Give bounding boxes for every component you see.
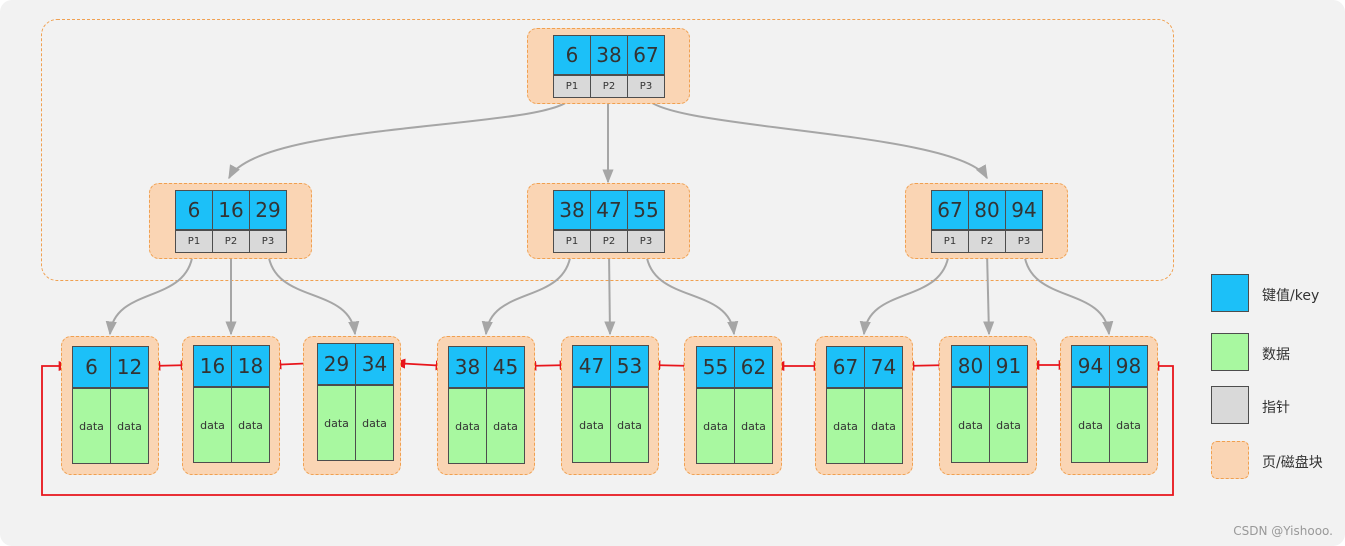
leaf-data: data [110, 388, 149, 464]
leaf-key: 12 [110, 346, 149, 388]
internal-node-pointer: P2 [968, 230, 1006, 253]
leaf-key: 62 [734, 346, 773, 388]
leaf-data: data [951, 387, 990, 463]
tree-arrow [105, 251, 194, 336]
internal-node-key: 47 [590, 190, 628, 230]
leaf-key: 53 [610, 345, 649, 387]
leaf-key: 91 [989, 345, 1028, 387]
leaf-key: 67 [826, 346, 865, 388]
key-swatch-icon [1211, 274, 1249, 312]
legend-label: 数据 [1262, 347, 1290, 363]
leaf-data: data [448, 388, 487, 464]
leaf-key: 94 [1071, 345, 1110, 387]
internal-node-pointer: P3 [627, 230, 665, 253]
leaf-key: 45 [486, 346, 525, 388]
legend-label: 指针 [1262, 400, 1290, 416]
leaf-data: data [72, 388, 111, 464]
leaf-data: data [989, 387, 1028, 463]
tree-arrow [859, 251, 950, 336]
leaf-key: 18 [231, 345, 270, 387]
pointer-swatch-icon [1211, 386, 1249, 424]
tree-arrow [228, 96, 572, 180]
root-node-pointer: P1 [553, 75, 591, 98]
leaf-data: data [231, 387, 270, 463]
internal-node-pointer: P2 [590, 230, 628, 253]
tree-arrow [645, 251, 739, 336]
internal-node-key: 6 [175, 190, 213, 230]
internal-node-key: 94 [1005, 190, 1043, 230]
internal-node-key: 67 [931, 190, 969, 230]
leaf-data: data [317, 385, 356, 461]
leaf-key: 74 [864, 346, 903, 388]
watermark: CSDN @Yishooo. [1233, 524, 1333, 538]
internal-node-pointer: P3 [1005, 230, 1043, 253]
tree-arrow [604, 251, 616, 336]
internal-node-pointer: P3 [249, 230, 287, 253]
tree-arrow [645, 96, 988, 180]
root-node-pointer: P2 [590, 75, 628, 98]
tree-arrow [267, 251, 360, 336]
internal-node-key: 16 [212, 190, 250, 230]
leaf-key: 29 [317, 343, 356, 385]
non-leaf-group-box [41, 19, 1174, 281]
leaf-key: 38 [448, 346, 487, 388]
leaf-key: 98 [1109, 345, 1148, 387]
internal-node-pointer: P2 [212, 230, 250, 253]
leaf-key: 16 [193, 345, 232, 387]
leaf-data: data [1071, 387, 1110, 463]
leaf-data: data [864, 388, 903, 464]
internal-node-key: 29 [249, 190, 287, 230]
root-node-pointer: P3 [627, 75, 665, 98]
leaf-data: data [734, 388, 773, 464]
leaf-key: 47 [572, 345, 611, 387]
leaf-data: data [1109, 387, 1148, 463]
leaf-data: data [193, 387, 232, 463]
leaf-data: data [486, 388, 525, 464]
root-node-key: 6 [553, 35, 591, 75]
tree-arrow [983, 251, 995, 336]
leaf-data: data [826, 388, 865, 464]
tree-arrow [1023, 251, 1114, 336]
tree-arrow [481, 251, 572, 336]
root-node-key: 67 [627, 35, 665, 75]
leaf-data: data [572, 387, 611, 463]
root-node-key: 38 [590, 35, 628, 75]
leaf-data: data [610, 387, 649, 463]
leaf-key: 80 [951, 345, 990, 387]
leaf-key: 55 [696, 346, 735, 388]
legend-label: 键值/key [1262, 288, 1320, 304]
internal-node-key: 80 [968, 190, 1006, 230]
internal-node-pointer: P1 [175, 230, 213, 253]
internal-node-key: 55 [627, 190, 665, 230]
leaf-key: 6 [72, 346, 111, 388]
page-swatch-icon [1211, 441, 1249, 479]
internal-node-pointer: P1 [553, 230, 591, 253]
leaf-key: 34 [355, 343, 394, 385]
data-swatch-icon [1211, 333, 1249, 371]
leaf-data: data [696, 388, 735, 464]
leaf-data: data [355, 385, 394, 461]
internal-node-pointer: P1 [931, 230, 969, 253]
legend-label: 页/磁盘块 [1262, 455, 1323, 471]
internal-node-key: 38 [553, 190, 591, 230]
leaf-loop-arrow [41, 360, 1174, 496]
